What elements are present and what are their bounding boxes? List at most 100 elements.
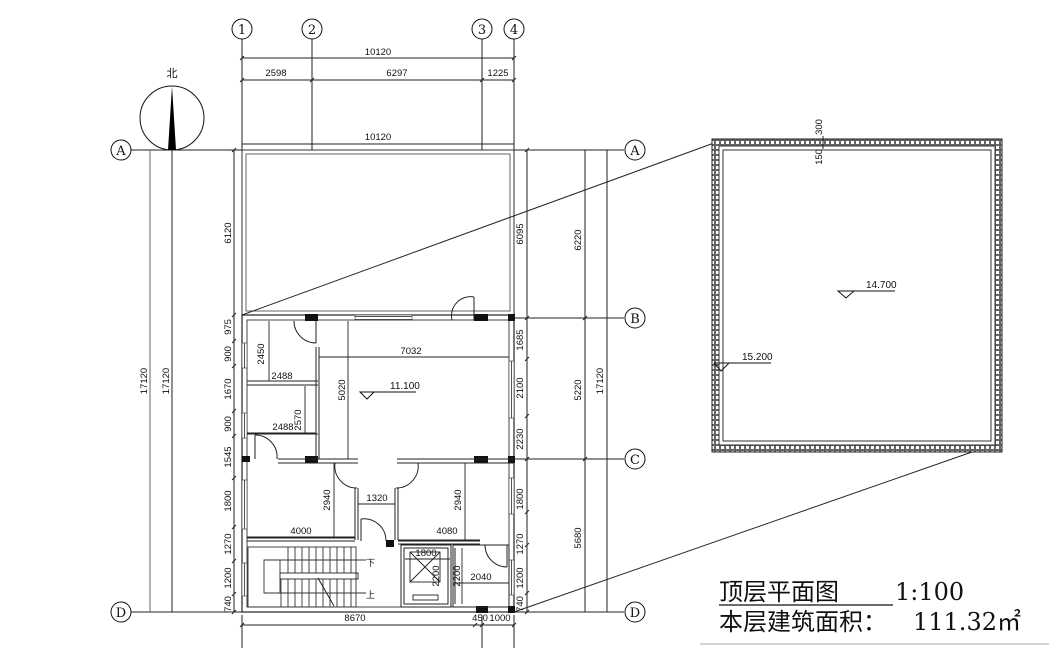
dim-right-seg-2: 2100 [515, 377, 526, 398]
parapet-elevation-marker [713, 362, 771, 372]
stair-treads [280, 547, 352, 607]
dim-hall-depth: 5020 [337, 379, 348, 400]
north-arrow-icon [168, 86, 176, 150]
dim-room3-width: 4000 [290, 526, 311, 537]
window-top [354, 314, 413, 321]
dim-right-seg-4: 1800 [515, 488, 526, 509]
window-right-1 [508, 360, 515, 419]
axis-label-D: D [116, 606, 126, 621]
door-swing-room2 [254, 434, 278, 460]
dim-top-inner: 10120 [365, 132, 391, 143]
dim-bath-depth: 2200 [452, 565, 463, 586]
stair-break-line [317, 577, 335, 607]
dim-room4-depth: 2940 [453, 489, 464, 510]
dim-top-total: 10120 [365, 47, 391, 58]
dim-left-seg-7: 1270 [223, 533, 234, 554]
dim-right-seg-3: 2230 [515, 428, 526, 449]
north-label: 北 [167, 67, 178, 80]
right-dimensions [524, 147, 608, 615]
axis-label-3: 3 [478, 23, 486, 38]
axis-bubble-2: 2 [301, 18, 323, 40]
dim-left-seg-1: 975 [223, 319, 234, 335]
dim-bottom-seg-2: 450 [472, 613, 488, 624]
floor-area-label: 本层建筑面积： [719, 608, 887, 636]
axis-bubble-3: 3 [471, 18, 493, 40]
axis-bubble-D-left: D [110, 601, 132, 623]
drawing-title: 顶层平面图 [719, 578, 839, 606]
roof-elevation-marker [836, 290, 895, 299]
dim-right-upper: 6095 [515, 223, 526, 244]
axis-grid [131, 38, 624, 613]
axis-bubble-C: C [624, 448, 646, 470]
axis-bubble-A-left: A [110, 139, 132, 161]
interior-dimension-lines [247, 321, 509, 604]
axis-label-1: 1 [238, 23, 246, 38]
door-swing-room3 [334, 462, 358, 489]
axis-bubble-4: 4 [503, 18, 525, 40]
axis-bubble-B: B [624, 307, 646, 329]
dim-room1-width: 2488 [271, 371, 292, 382]
door-swing-room4 [395, 462, 419, 489]
roof-plan-detail [711, 136, 1003, 453]
doors [254, 296, 508, 568]
dim-right-seg-5: 1270 [515, 533, 526, 554]
detail-leader-top [241, 142, 715, 316]
window-left-4 [241, 562, 248, 597]
dim-elevator-depth: 2200 [431, 565, 442, 586]
dim-left-seg-2: 900 [223, 346, 234, 362]
dim-right-seg-6: 1200 [515, 567, 526, 588]
roof-terrace-outline [241, 149, 515, 316]
dim-top-seg-1: 2598 [265, 68, 286, 79]
top-dimensions [239, 55, 517, 145]
dim-top-seg-3: 1225 [487, 68, 508, 79]
window-left-2 [241, 412, 248, 439]
dim-bath-width: 2040 [470, 572, 491, 583]
detail-leader-bottom [513, 451, 973, 613]
dim-left-seg-6: 1800 [223, 490, 234, 511]
door-swing-room1 [293, 320, 317, 344]
axis-bubble-1: 1 [231, 18, 253, 40]
door-swing-top [451, 296, 475, 321]
dim-room1-height: 2450 [256, 343, 267, 364]
dim-bottom-seg-3: 1000 [489, 613, 510, 624]
drawing-scale: 1:100 [895, 578, 964, 606]
window-left-1 [241, 342, 248, 369]
roof-elevation: 14.700 [866, 280, 897, 291]
parapet-elevation: 15.200 [742, 352, 773, 363]
dim-right-axis-CD: 5680 [573, 527, 584, 548]
dim-room2-width: 2488 [272, 422, 293, 433]
dim-right-axis-BC: 5220 [573, 379, 584, 400]
axis-label-4: 4 [510, 23, 518, 38]
stair-up-label: 上 [366, 590, 375, 601]
axis-bubble-D-right: D [624, 601, 646, 623]
left-dimensions [149, 147, 237, 615]
dim-left-seg-9: 740 [223, 596, 234, 612]
stair-down-label: 下 [366, 559, 375, 569]
dim-left-seg-3: 1670 [223, 378, 234, 399]
window-right-2 [508, 477, 515, 515]
dim-right-seg-7: 740 [515, 596, 526, 612]
floor-elevation-marker [358, 391, 416, 400]
axis-label-2: 2 [308, 23, 316, 38]
axis-label-C: C [630, 453, 640, 468]
dim-right-total: 17120 [595, 368, 606, 394]
title-block: 顶层平面图 1:100 本层建筑面积： 111.32㎡ [719, 578, 1021, 636]
dim-elevator-width: 1800 [415, 548, 436, 559]
axis-bubble-A-right: A [624, 139, 646, 161]
staircase [247, 546, 366, 608]
dim-hall-width: 7032 [400, 346, 421, 357]
dim-parapet-inner: 150 [814, 149, 825, 165]
dim-corridor-width: 1320 [366, 493, 387, 504]
dim-top-seg-2: 6297 [386, 68, 407, 79]
dim-left-outer-total: 17120 [139, 368, 150, 394]
dim-right-axis-AB: 6220 [573, 229, 584, 250]
window-left-3 [241, 479, 248, 530]
dim-left-upper: 6120 [223, 222, 234, 243]
dim-left-inner-total: 17120 [161, 368, 172, 394]
dim-left-seg-8: 1200 [223, 567, 234, 588]
bottom-dimensions [239, 615, 517, 648]
dim-left-seg-5: 1545 [223, 446, 234, 467]
axis-label-D: D [630, 606, 640, 621]
window-right-3 [508, 559, 515, 596]
